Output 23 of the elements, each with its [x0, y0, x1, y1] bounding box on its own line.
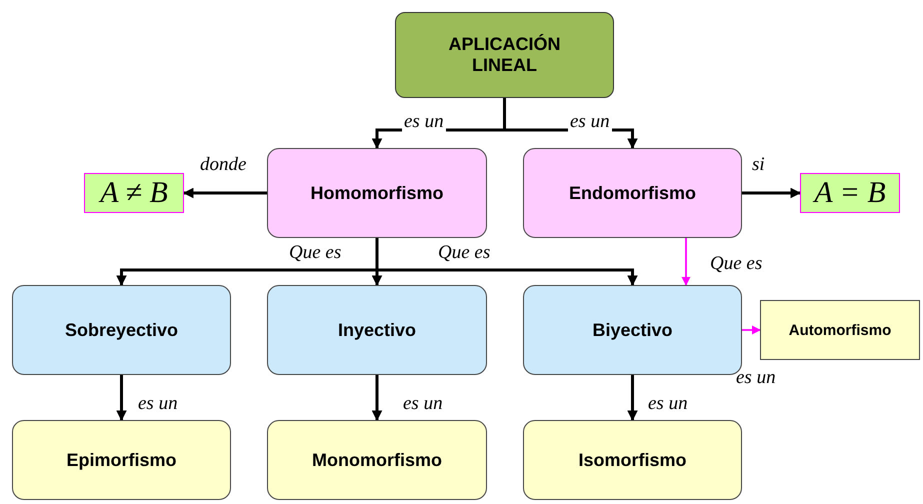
concept-box: Monomorfismo	[267, 420, 487, 500]
edge-label: Que es	[436, 243, 492, 263]
arrow	[372, 375, 382, 422]
concept-box: Inyectivo	[267, 285, 487, 375]
concept-box: APLICACIÓN LINEAL	[395, 12, 614, 98]
concept-box: Sobreyectivo	[12, 285, 231, 375]
arrow	[376, 238, 638, 286]
arrow	[116, 375, 127, 422]
arrow	[742, 326, 761, 334]
arrow	[182, 188, 267, 198]
concept-box: Biyectivo	[523, 285, 742, 375]
edge-label: Que es	[287, 243, 344, 263]
concept-box: Isomorfismo	[523, 420, 742, 500]
arrow	[742, 188, 802, 198]
concept-box: Epimorfismo	[12, 420, 231, 500]
concept-box: Automorfismo	[760, 300, 920, 360]
edge-label: Que es	[708, 254, 764, 274]
arrow	[627, 375, 638, 422]
formula-box: A = B	[800, 173, 900, 213]
concept-box: Endomorfismo	[523, 148, 742, 238]
formula-box: A ≠ B	[84, 173, 184, 213]
arrow	[682, 238, 690, 286]
concept-box: Homomorfismo	[267, 148, 487, 238]
